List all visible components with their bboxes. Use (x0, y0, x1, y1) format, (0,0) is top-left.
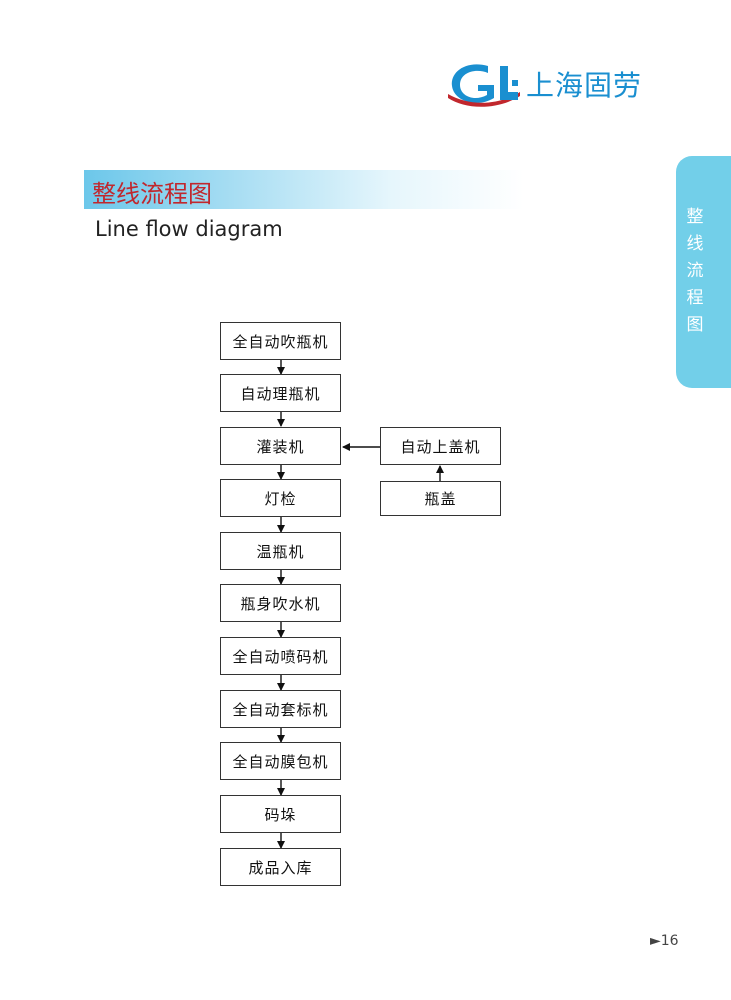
side-tab-char: 整 (686, 207, 704, 227)
side-tab-char: 流 (686, 261, 704, 281)
flow-step-palletizing: 码垛 (220, 795, 341, 833)
flow-step-blow-molding: 全自动吹瓶机 (220, 322, 341, 360)
flow-step-light-inspection: 灯检 (220, 479, 341, 517)
flow-step-inkjet-coder: 全自动喷码机 (220, 637, 341, 675)
side-tab-char: 图 (686, 315, 704, 335)
flow-step-bottle-dryer: 瓶身吹水机 (220, 584, 341, 622)
side-tab-char: 线 (686, 234, 704, 254)
title-banner (84, 170, 524, 209)
flow-step-filling: 灌装机 (220, 427, 341, 465)
flow-step-warehousing: 成品入库 (220, 848, 341, 886)
flow-step-sleeve-labeler: 全自动套标机 (220, 690, 341, 728)
flow-step-auto-capper: 自动上盖机 (380, 427, 501, 465)
page-number: ►16 (650, 933, 679, 949)
logo-text: 上海固劳 (526, 69, 643, 102)
company-logo (448, 64, 520, 107)
side-tab (676, 156, 731, 388)
flow-step-bottle-sorter: 自动理瓶机 (220, 374, 341, 412)
page-subtitle: Line flow diagram (95, 217, 283, 241)
flow-step-bottle-warmer: 温瓶机 (220, 532, 341, 570)
page-title: 整线流程图 (92, 180, 212, 208)
flow-step-bottle-cap: 瓶盖 (380, 481, 501, 516)
side-tab-char: 程 (686, 288, 704, 308)
flow-step-film-wrapper: 全自动膜包机 (220, 742, 341, 780)
side-tab-label: 整 线 流 程 图 (683, 204, 707, 339)
